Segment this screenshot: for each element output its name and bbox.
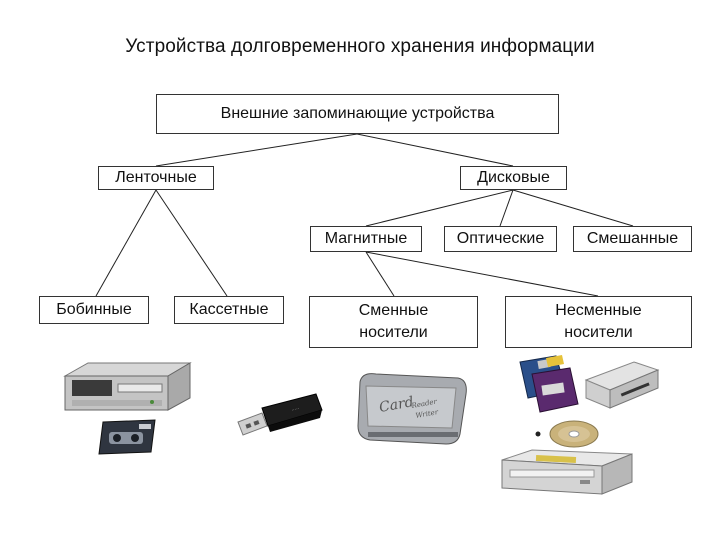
edge-disk-magnetic [365,189,514,227]
edge-root-disk [356,133,514,167]
edge-magnetic-removable [365,251,395,297]
compact-disc-image [535,420,599,448]
tape-cassette-image [98,419,156,455]
diagram-title: Устройства долговременного хранения инфо… [125,36,595,57]
node-tape: Ленточные [98,166,214,190]
edge-disk-mixed [512,189,634,227]
floppy-drive-image [584,361,660,409]
node-magnetic: Магнитные [310,226,422,252]
node-external-storage: Внешние запоминающие устройства [156,94,559,134]
node-mixed: Смешанные [573,226,692,252]
card-reader-image: Card Reader Writer [357,373,467,445]
edge-disk-optical [499,189,514,227]
node-optical: Оптические [444,226,557,252]
node-removable: Сменные носители [309,296,478,348]
usb-flash-drive-image: ····· [232,386,327,448]
node-cassette: Кассетные [174,296,284,324]
edge-root-tape [155,133,358,167]
floppy-disks-image [519,355,579,413]
node-fixed: Несменные носители [505,296,692,348]
svg-text:Writer: Writer [415,408,439,420]
svg-text:·····: ····· [291,406,301,414]
node-disk: Дисковые [460,166,567,190]
edge-magnetic-fixed [365,251,599,297]
svg-text:Card: Card [378,394,415,416]
tape-drive-image [63,362,192,411]
edge-tape-cassette [155,189,228,297]
node-reel: Бобинные [39,296,149,324]
optical-drive-image [501,449,633,495]
edge-tape-reel [95,189,157,297]
